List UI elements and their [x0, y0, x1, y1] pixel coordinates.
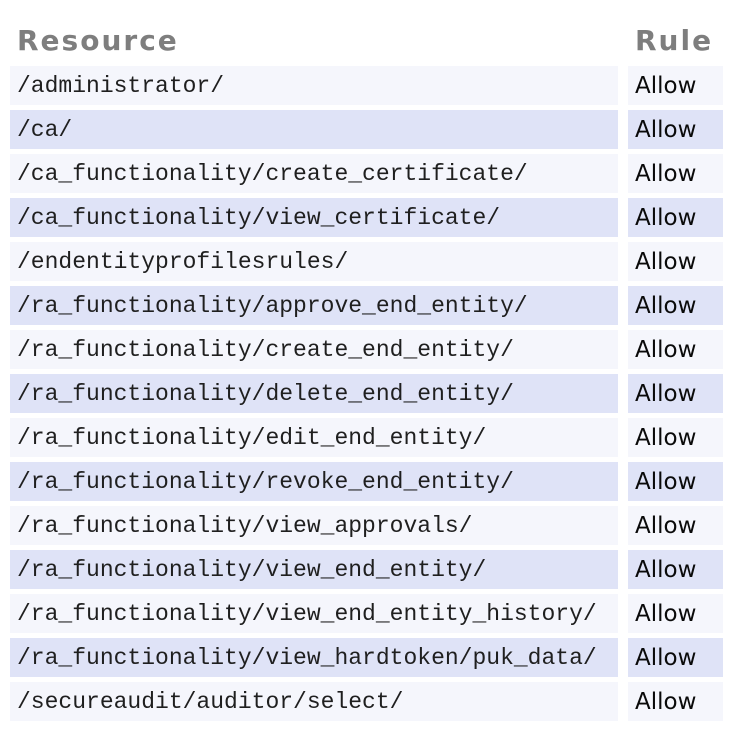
- resource-cell: /ca_functionality/create_certificate/: [10, 154, 618, 193]
- rule-cell: Allow: [628, 682, 723, 721]
- resource-cell: /ra_functionality/edit_end_entity/: [10, 418, 618, 457]
- rule-cell: Allow: [628, 154, 723, 193]
- resource-cell: /ca/: [10, 110, 618, 149]
- table-row: /ra_functionality/view_end_entity/ Allow: [10, 550, 746, 589]
- resource-cell: /ra_functionality/view_hardtoken/puk_dat…: [10, 638, 618, 677]
- table-row: /ca/ Allow: [10, 110, 746, 149]
- rule-cell: Allow: [628, 418, 723, 457]
- rule-cell: Allow: [628, 330, 723, 369]
- table-row: /ra_functionality/create_end_entity/ All…: [10, 330, 746, 369]
- rule-cell: Allow: [628, 462, 723, 501]
- rule-cell: Allow: [628, 374, 723, 413]
- resource-cell: /secureaudit/auditor/select/: [10, 682, 618, 721]
- table-row: /ra_functionality/delete_end_entity/ All…: [10, 374, 746, 413]
- table-row: /ra_functionality/approve_end_entity/ Al…: [10, 286, 746, 325]
- resource-cell: /ra_functionality/revoke_end_entity/: [10, 462, 618, 501]
- rule-cell: Allow: [628, 198, 723, 237]
- rule-cell: Allow: [628, 506, 723, 545]
- table-row: /ra_functionality/view_hardtoken/puk_dat…: [10, 638, 746, 677]
- resource-cell: /ca_functionality/view_certificate/: [10, 198, 618, 237]
- table-row: /secureaudit/auditor/select/ Allow: [10, 682, 746, 721]
- column-header-resource: Resource: [17, 23, 179, 57]
- resource-cell: /ra_functionality/delete_end_entity/: [10, 374, 618, 413]
- column-header-rule: Rule: [635, 23, 714, 57]
- table-row: /endentityprofilesrules/ Allow: [10, 242, 746, 281]
- resource-cell: /endentityprofilesrules/: [10, 242, 618, 281]
- rule-cell: Allow: [628, 286, 723, 325]
- resource-cell: /administrator/: [10, 66, 618, 105]
- rule-cell: Allow: [628, 550, 723, 589]
- table-header-row: Resource Rule: [10, 20, 746, 60]
- rule-cell: Allow: [628, 66, 723, 105]
- table-row: /ra_functionality/view_approvals/ Allow: [10, 506, 746, 545]
- table-row: /ra_functionality/edit_end_entity/ Allow: [10, 418, 746, 457]
- resource-cell: /ra_functionality/view_end_entity/: [10, 550, 618, 589]
- rule-cell: Allow: [628, 242, 723, 281]
- resource-cell: /ra_functionality/approve_end_entity/: [10, 286, 618, 325]
- rule-cell: Allow: [628, 110, 723, 149]
- table-row: /ra_functionality/view_end_entity_histor…: [10, 594, 746, 633]
- rule-cell: Allow: [628, 594, 723, 633]
- resource-cell: /ra_functionality/view_end_entity_histor…: [10, 594, 618, 633]
- resource-cell: /ra_functionality/create_end_entity/: [10, 330, 618, 369]
- access-rules-table: /administrator/ Allow /ca/ Allow /ca_fun…: [10, 66, 746, 721]
- resource-cell: /ra_functionality/view_approvals/: [10, 506, 618, 545]
- table-row: /administrator/ Allow: [10, 66, 746, 105]
- rule-cell: Allow: [628, 638, 723, 677]
- table-row: /ra_functionality/revoke_end_entity/ All…: [10, 462, 746, 501]
- table-row: /ca_functionality/create_certificate/ Al…: [10, 154, 746, 193]
- table-row: /ca_functionality/view_certificate/ Allo…: [10, 198, 746, 237]
